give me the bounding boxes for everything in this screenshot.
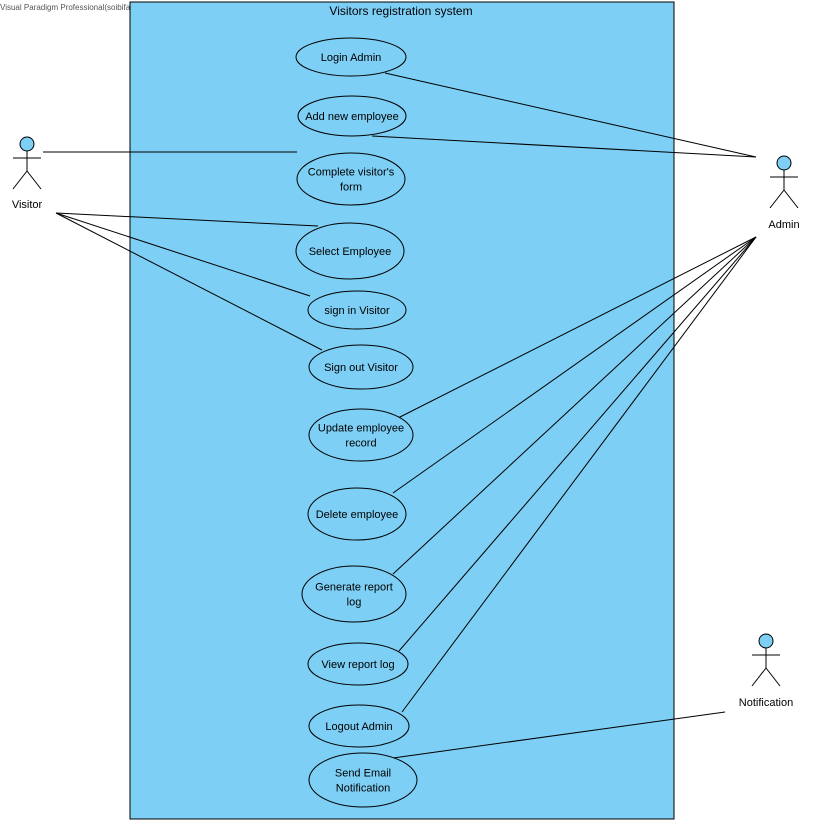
actor-head bbox=[19, 136, 35, 152]
actor-admin[interactable]: Admin bbox=[768, 155, 800, 231]
use-case-ellipse bbox=[307, 487, 407, 541]
association-admin-generate-report bbox=[392, 236, 757, 575]
actor-label: Admin bbox=[768, 219, 799, 231]
actor-right-leg bbox=[783, 189, 799, 209]
actor-label: Visitor bbox=[12, 199, 43, 211]
use-case-view-report[interactable]: View report log bbox=[307, 642, 409, 686]
use-case-label: sign in Visitor bbox=[324, 305, 390, 317]
actor-right-leg bbox=[765, 667, 781, 687]
actor-left-leg bbox=[769, 189, 785, 209]
actor-label: Notification bbox=[739, 697, 793, 709]
use-case-ellipse bbox=[307, 290, 407, 330]
use-case-ellipse bbox=[295, 37, 407, 77]
system-boundary bbox=[129, 1, 675, 820]
use-case-label: log bbox=[347, 597, 362, 609]
use-case-label: record bbox=[345, 438, 376, 450]
use-case-generate-report[interactable]: Generate report log bbox=[301, 565, 407, 623]
use-case-sign-out[interactable]: Sign out Visitor bbox=[308, 344, 414, 390]
use-case-ellipse bbox=[295, 222, 405, 280]
use-case-complete-form[interactable]: Complete visitor's form bbox=[296, 152, 406, 206]
association-visitor-sign-in bbox=[55, 212, 311, 297]
use-case-ellipse bbox=[308, 344, 414, 390]
use-case-label: Login Admin bbox=[321, 52, 382, 64]
actor-visitor[interactable]: Visitor bbox=[12, 136, 43, 211]
association-admin-update-employee bbox=[397, 236, 757, 419]
association-admin-login-admin bbox=[384, 72, 757, 158]
use-case-label: form bbox=[340, 182, 362, 194]
use-case-ellipse bbox=[296, 152, 406, 206]
use-case-ellipse bbox=[308, 704, 410, 748]
use-case-select-employee[interactable]: Select Employee bbox=[295, 222, 405, 280]
use-case-ellipse bbox=[307, 642, 409, 686]
actor-left-leg bbox=[751, 667, 767, 687]
association-admin-logout-admin bbox=[401, 236, 757, 713]
system-title: Visitors registration system bbox=[329, 4, 472, 18]
association-visitor-sign-out bbox=[55, 212, 323, 351]
association-admin-view-report bbox=[398, 236, 757, 652]
use-case-label: Notification bbox=[336, 783, 390, 795]
use-case-label: Select Employee bbox=[309, 246, 392, 258]
use-case-delete-employee[interactable]: Delete employee bbox=[307, 487, 407, 541]
use-case-label: Sign out Visitor bbox=[324, 362, 398, 374]
association-visitor-select-employee bbox=[55, 212, 319, 227]
association-admin-delete-employee bbox=[392, 236, 757, 494]
actor-notification[interactable]: Notification bbox=[739, 633, 793, 709]
actor-head bbox=[776, 155, 792, 171]
use-case-label: Send Email bbox=[335, 768, 391, 780]
use-case-label: Generate report bbox=[315, 582, 393, 594]
use-case-login-admin[interactable]: Login Admin bbox=[295, 37, 407, 77]
association-notification-send-email bbox=[392, 711, 726, 759]
use-case-label: Logout Admin bbox=[325, 721, 392, 733]
use-case-ellipse bbox=[297, 95, 407, 137]
use-case-sign-in[interactable]: sign in Visitor bbox=[307, 290, 407, 330]
actor-left-leg bbox=[12, 170, 28, 190]
actor-right-leg bbox=[26, 170, 42, 190]
use-case-ellipse bbox=[308, 408, 414, 462]
use-case-label: View report log bbox=[321, 659, 394, 671]
use-case-update-employee[interactable]: Update employee record bbox=[308, 408, 414, 462]
association-admin-add-employee bbox=[371, 135, 757, 158]
use-case-ellipse bbox=[308, 752, 418, 808]
use-case-label: Complete visitor's bbox=[308, 167, 395, 179]
use-case-label: Update employee bbox=[318, 423, 404, 435]
use-case-ellipse bbox=[301, 565, 407, 623]
use-case-logout-admin[interactable]: Logout Admin bbox=[308, 704, 410, 748]
use-case-add-employee[interactable]: Add new employee bbox=[297, 95, 407, 137]
watermark: Visual Paradigm Professional(soibifa(Con… bbox=[0, 3, 207, 12]
use-case-label: Delete employee bbox=[316, 509, 399, 521]
actor-head bbox=[758, 633, 774, 649]
associations bbox=[43, 72, 757, 759]
use-case-label: Add new employee bbox=[305, 111, 399, 123]
